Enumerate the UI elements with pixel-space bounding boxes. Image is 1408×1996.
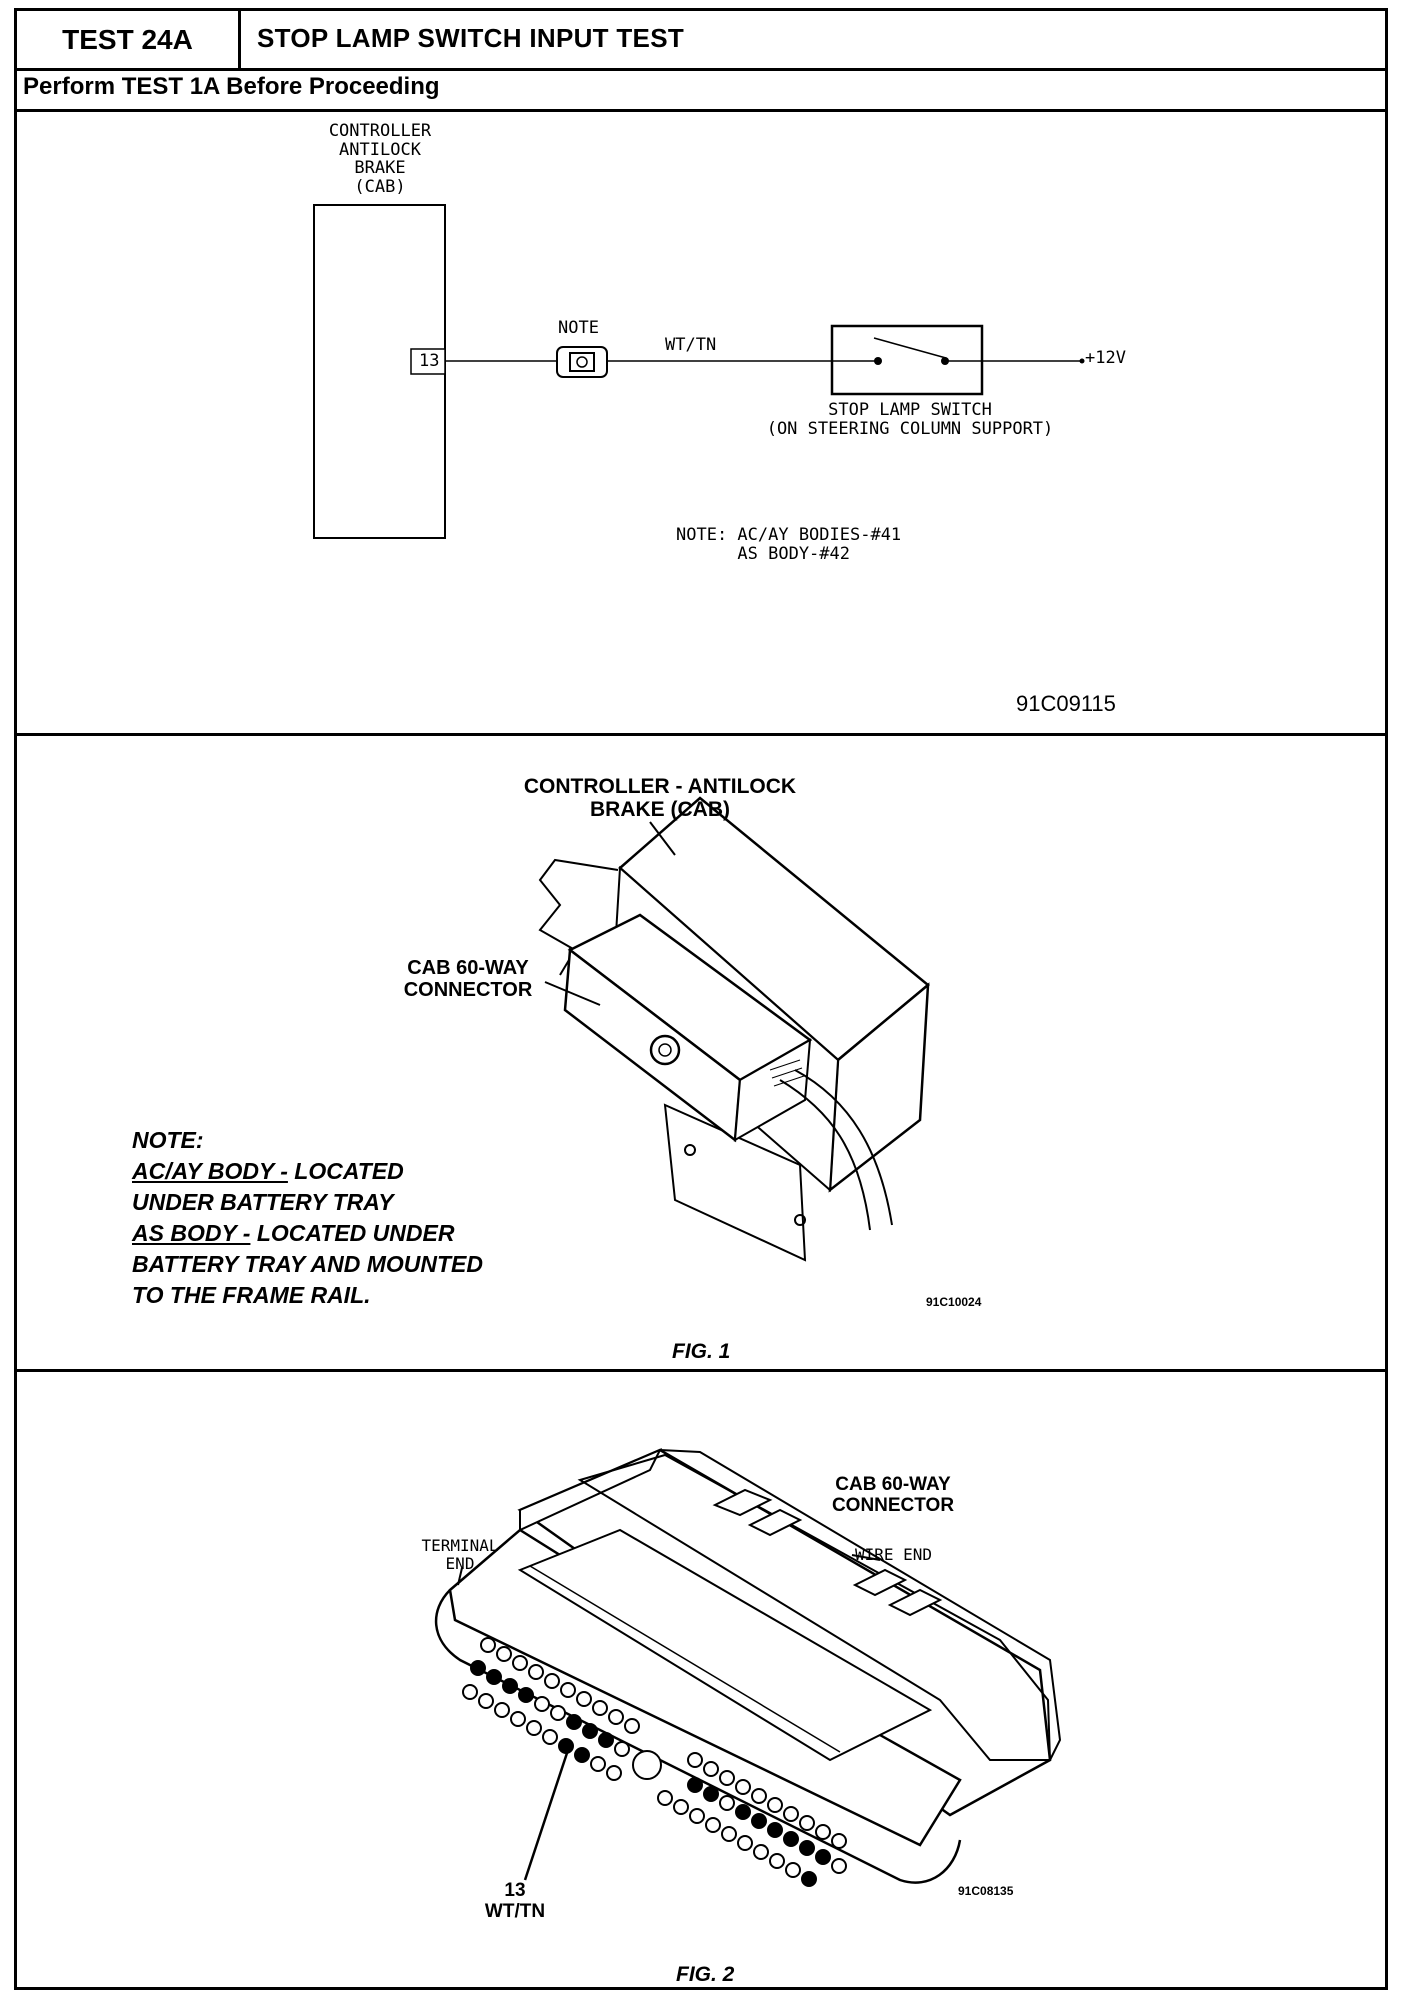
test-id: TEST 24A [17,11,241,68]
fig2-wire-end: WIRE END [855,1545,933,1564]
pin-row-1 [480,1637,847,1849]
schematic-note: NOTE: AC/AY BODIES-#41 AS BODY-#42 [676,525,902,564]
fig1-note-line4: BATTERY TRAY AND MOUNTED [132,1251,483,1277]
section-divider [17,109,1385,112]
pin-13-box [410,348,446,375]
wire-color-label: WT/TN [665,335,717,355]
stop-lamp-switch-box [830,324,984,396]
fig2-connector-label: CAB 60-WAY CONNECTOR [831,1474,955,1516]
center-key-hole [632,1750,662,1780]
note-tag: NOTE [558,318,599,338]
section-divider [17,733,1385,736]
test-header: TEST 24A STOP LAMP SWITCH INPUT TEST [17,11,1385,71]
fig1-controller-label: CONTROLLER - ANTILOCK BRAKE (CAB) [523,775,797,822]
fig1-note-acay: AC/AY BODY - [132,1158,288,1184]
controller-label: CONTROLLER ANTILOCK BRAKE (CAB) [328,121,432,198]
fig2-caption: FIG. 2 [676,1963,735,1986]
schematic-fig-code: 91C09115 [1016,691,1116,716]
pin-13-leader [523,1749,570,1881]
connector-symbol [556,346,608,378]
switch-label: STOP LAMP SWITCH (ON STEERING COLUMN SUP… [766,400,1054,439]
test-title: STOP LAMP SWITCH INPUT TEST [257,23,685,53]
fig2-terminal-end: TERMINAL END [421,1536,499,1573]
voltage-label: +12V [1085,348,1126,368]
pin-row-3 [462,1684,817,1887]
fig2-pin-label: 13 WT/TN [484,1880,546,1922]
fig1-note-as: AS BODY - [132,1220,251,1246]
perform-instruction: Perform TEST 1A Before Proceeding [23,73,440,100]
fig2-code: 91C08135 [958,1884,1014,1898]
fig1-code: 91C10024 [926,1295,982,1309]
test-page: TEST 24A STOP LAMP SWITCH INPUT TEST Per… [14,8,1388,1990]
switch-contact [873,337,947,359]
fig1-note-title: NOTE: [132,1127,204,1153]
fig1-note: NOTE: AC/AY BODY - LOCATED UNDER BATTERY… [132,1125,483,1311]
fig1-connector-label: CAB 60-WAY CONNECTOR [403,957,533,1001]
section-divider [17,1369,1385,1372]
fig1-caption: FIG. 1 [672,1340,731,1363]
fig1-note-line5: TO THE FRAME RAIL. [132,1282,371,1308]
pin-number: 13 [419,351,440,371]
fig1-note-line2: UNDER BATTERY TRAY [132,1189,394,1215]
pin-row-2 [470,1660,847,1874]
